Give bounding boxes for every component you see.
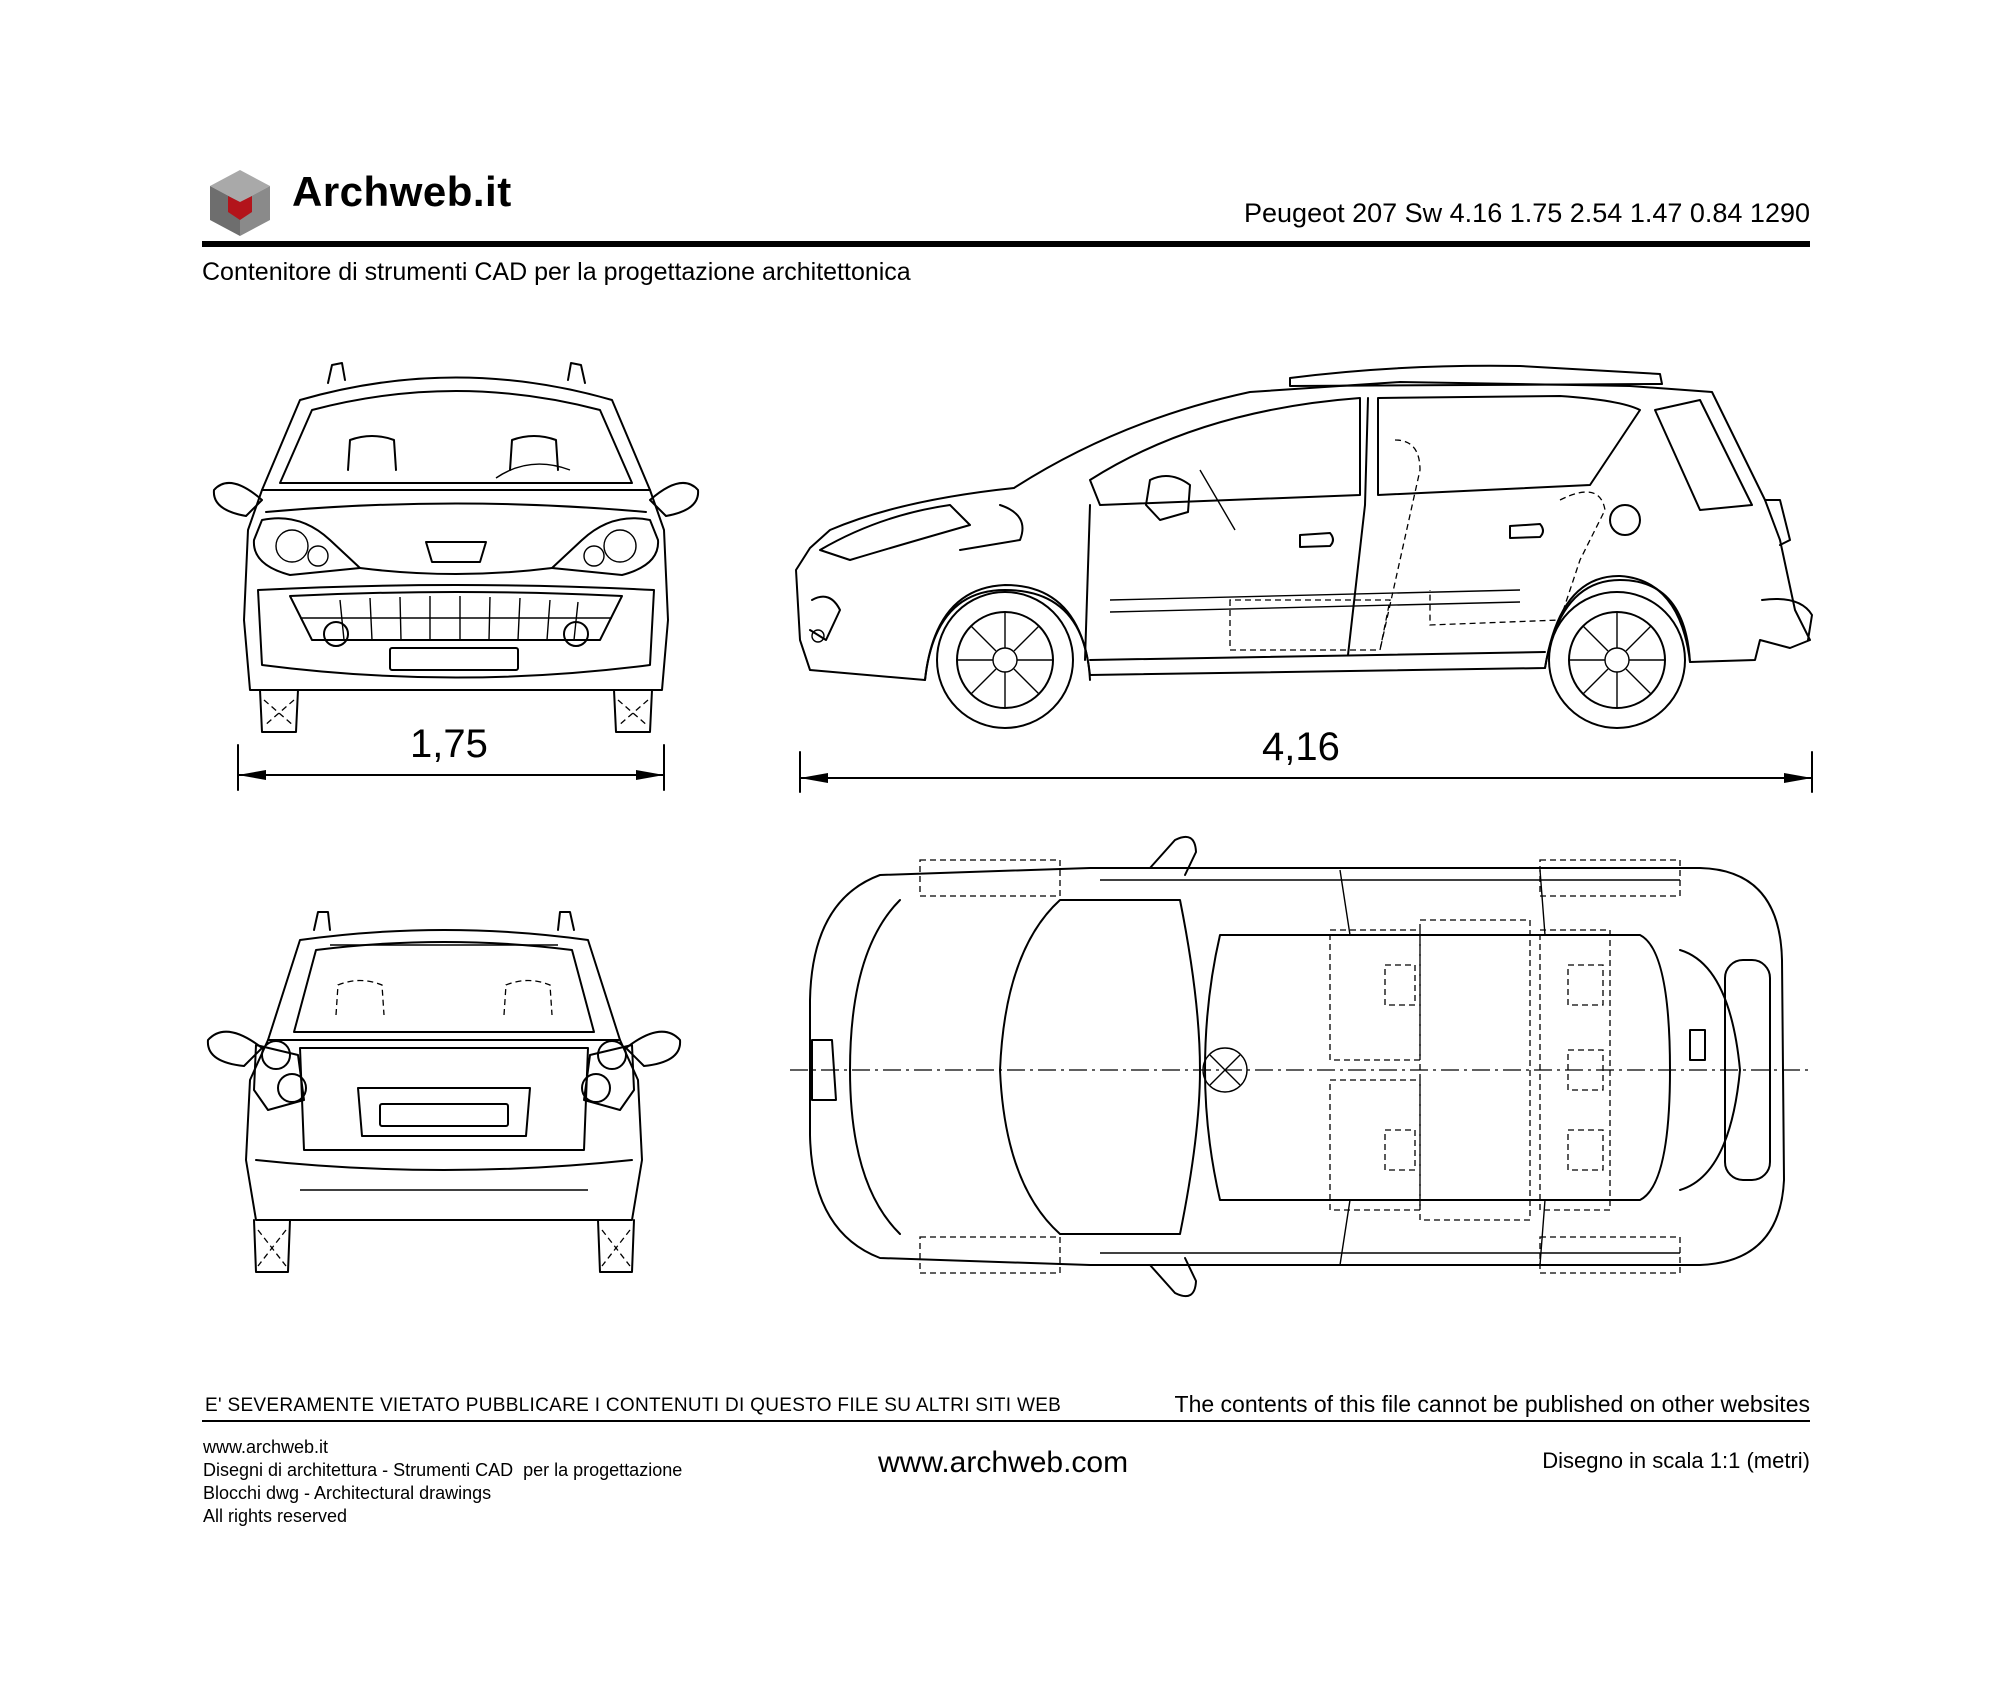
front-view [212,362,700,733]
warning-italian: E' SEVERAMENTE VIETATO PUBBLICARE I CONT… [205,1395,1062,1416]
footer-url: www.archweb.com [878,1446,1129,1479]
header-rule [202,241,1810,247]
footer-line: Disegni di architettura - Strumenti CAD … [203,1460,683,1480]
footer-line: Blocchi dwg - Architectural drawings [203,1483,492,1503]
width-dimension [237,744,665,791]
footer-left-info: www.archweb.it Disegni di architettura -… [203,1436,682,1528]
subtitle: Contenitore di strumenti CAD per la prog… [202,258,911,286]
top-view [790,836,1812,1297]
scale-note: Disegno in scala 1:1 (metri) [1542,1448,1810,1473]
width-dimension-label: 1,75 [410,722,488,766]
model-title: Peugeot 207 Sw 4.16 1.75 2.54 1.47 0.84 … [1244,198,1810,228]
warning-english: The contents of this file cannot be publ… [1174,1391,1810,1417]
footer-line: www.archweb.it [203,1437,329,1457]
length-dimension-label: 4,16 [1262,725,1340,769]
logo-text: Archweb.it [292,168,512,215]
side-view [795,364,1813,729]
footer-rule [202,1420,1810,1422]
footer-line: All rights reserved [203,1506,348,1526]
cube-logo-icon [210,170,270,236]
length-dimension [799,751,1813,793]
rear-view [206,911,682,1273]
